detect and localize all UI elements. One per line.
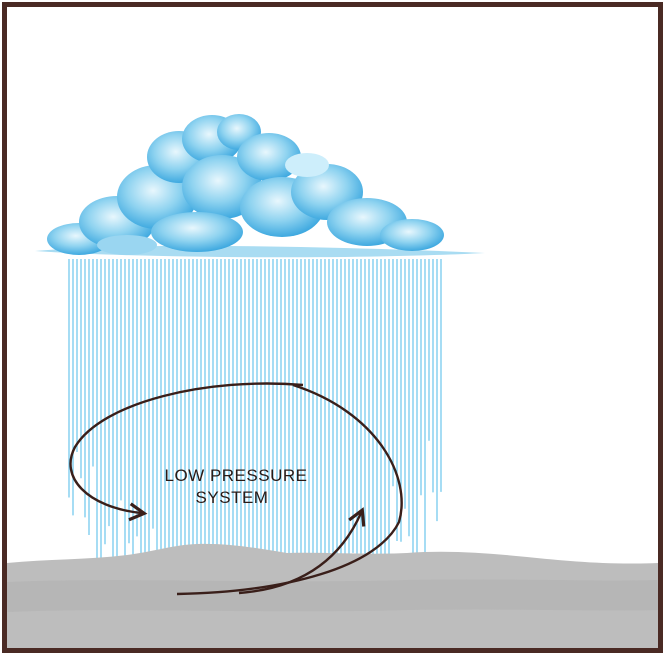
weather-scene: LOW PRESSURE SYSTEM (7, 7, 658, 648)
